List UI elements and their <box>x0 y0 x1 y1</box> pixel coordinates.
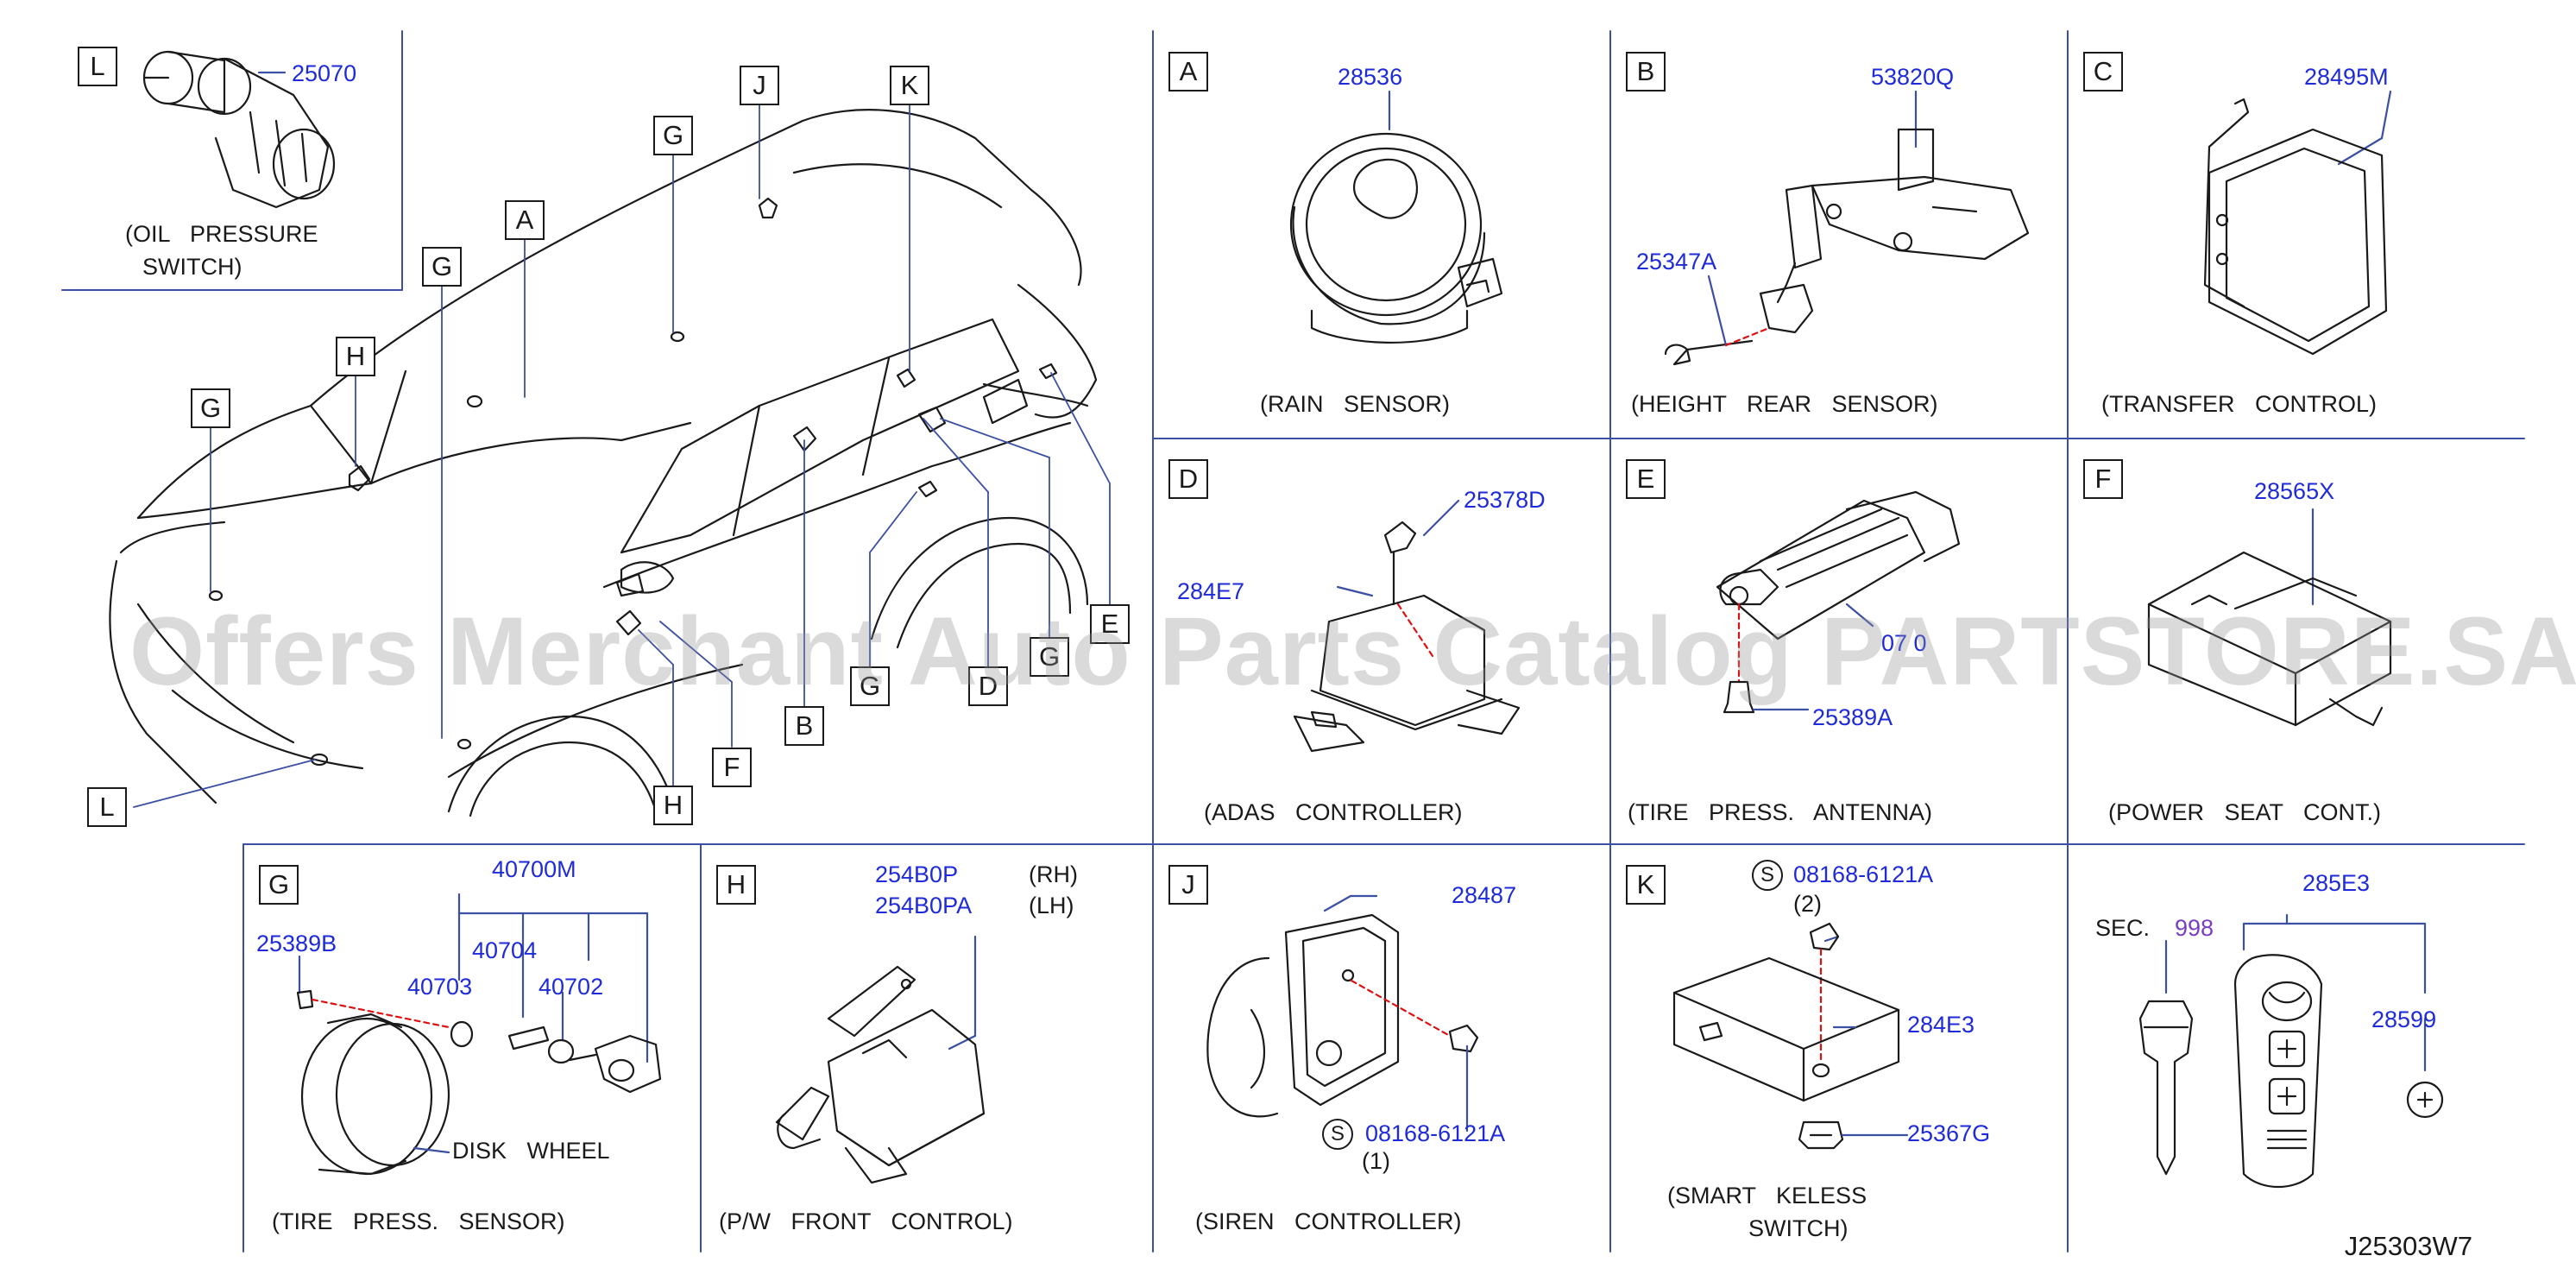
panel-grid <box>61 30 2525 1253</box>
panel-g-letter: G <box>259 865 299 905</box>
part-number-40703[interactable]: 40703 <box>407 974 473 1000</box>
standard-part-s-icon: S <box>1752 860 1783 891</box>
panel-h-letter: H <box>716 865 756 905</box>
panel-c-letter: C <box>2083 52 2123 92</box>
part-number-53820Q[interactable]: 53820Q <box>1871 64 1955 90</box>
panel-a-letter: A <box>1168 52 1208 92</box>
vehicle-callout-j[interactable]: J <box>740 66 779 105</box>
panel-a-caption: (RAIN SENSOR) <box>1260 391 1451 417</box>
transfer-control-drawing <box>2203 90 2392 356</box>
vehicle-callout-g-side[interactable]: G <box>850 666 890 706</box>
part-number-070[interactable]: 07 0 <box>1881 630 1927 656</box>
power-seat-control-drawing <box>2147 508 2392 727</box>
part-number-285E3[interactable]: 285E3 <box>2302 870 2371 896</box>
part-number-254B0PA[interactable]: 254B0PA <box>875 893 973 918</box>
panel-l-caption-line2: SWITCH) <box>142 254 242 280</box>
vehicle-leaders <box>133 104 1111 808</box>
vehicle-callout-a[interactable]: A <box>505 200 545 240</box>
panel-d-letter: D <box>1168 459 1208 499</box>
key-fob-drawing <box>2138 913 2444 1189</box>
standard-part-s-icon: S <box>1322 1119 1353 1150</box>
vehicle-callout-h-bottom[interactable]: H <box>653 786 693 825</box>
panel-f-letter: F <box>2083 459 2123 499</box>
panel-j-qty: (1) <box>1362 1148 1390 1174</box>
side-rh-label: (RH) <box>1029 861 1078 887</box>
vehicle-callout-d[interactable]: D <box>968 666 1008 706</box>
panel-k-letter: K <box>1626 865 1666 905</box>
part-number-284E7[interactable]: 284E7 <box>1177 578 1245 604</box>
siren-controller-drawing <box>1206 894 1479 1133</box>
panel-j-caption: (SIREN CONTROLLER) <box>1195 1208 1462 1234</box>
part-number-284E3[interactable]: 284E3 <box>1907 1012 1975 1038</box>
vehicle-callout-g-rear[interactable]: G <box>1030 637 1069 677</box>
part-number-40704[interactable]: 40704 <box>472 937 538 963</box>
part-number-08168-6121A-j[interactable]: 08168-6121A <box>1365 1120 1506 1146</box>
panel-k-caption-line1: (SMART KELESS <box>1667 1183 1867 1208</box>
part-number-28565X[interactable]: 28565X <box>2254 478 2335 504</box>
tire-antenna-drawing <box>1716 490 1961 714</box>
panel-l-letter: L <box>78 47 117 86</box>
disk-wheel-label: DISK WHEEL <box>452 1138 610 1164</box>
part-number-28599[interactable]: 28599 <box>2371 1006 2437 1032</box>
panel-l-caption-line1: (OIL PRESSURE <box>125 221 318 247</box>
part-number-25389A[interactable]: 25389A <box>1812 704 1893 730</box>
panel-h-caption: (P/W FRONT CONTROL) <box>719 1208 1013 1234</box>
diagram-id: J25303W7 <box>2344 1231 2472 1261</box>
vehicle-callout-l[interactable]: L <box>87 787 127 827</box>
height-rear-sensor-drawing <box>1664 90 2030 366</box>
part-number-25389B[interactable]: 25389B <box>256 931 337 956</box>
panel-d-caption: (ADAS CONTROLLER) <box>1204 799 1463 825</box>
part-number-25367G[interactable]: 25367G <box>1907 1120 1991 1146</box>
vehicle-callout-g-hood[interactable]: G <box>191 388 230 428</box>
vehicle-drawing <box>109 109 1098 817</box>
section-ref-998[interactable]: 998 <box>2175 915 2214 941</box>
panel-b-letter: B <box>1626 52 1666 92</box>
smart-keyless-switch-drawing <box>1672 922 1909 1150</box>
vehicle-callout-g-roof[interactable]: G <box>653 116 693 155</box>
panel-j-letter: J <box>1168 865 1208 905</box>
tire-pressure-sensor-drawing <box>296 893 662 1176</box>
panel-e-caption: (TIRE PRESS. ANTENNA) <box>1628 799 1933 825</box>
panel-g-caption: (TIRE PRESS. SENSOR) <box>272 1208 565 1234</box>
vehicle-callout-b[interactable]: B <box>784 706 824 746</box>
vehicle-callout-g-windshield[interactable]: G <box>422 247 462 287</box>
side-lh-label: (LH) <box>1029 893 1074 918</box>
part-number-25070[interactable]: 25070 <box>292 60 357 86</box>
part-number-28487[interactable]: 28487 <box>1452 882 1517 908</box>
panel-k-caption-line2: SWITCH) <box>1748 1215 1849 1241</box>
vehicle-callout-h-top[interactable]: H <box>336 337 375 376</box>
vehicle-callout-e[interactable]: E <box>1090 604 1130 644</box>
part-number-28536[interactable]: 28536 <box>1338 64 1403 90</box>
part-number-08168-6121A-k[interactable]: 08168-6121A <box>1793 861 1934 887</box>
part-number-254B0P[interactable]: 254B0P <box>875 861 959 887</box>
panel-k-qty: (2) <box>1793 891 1822 917</box>
part-number-40700M[interactable]: 40700M <box>492 856 576 882</box>
vehicle-callout-f[interactable]: F <box>712 748 752 787</box>
section-ref-label: SEC. <box>2095 915 2151 941</box>
part-number-25347A[interactable]: 25347A <box>1636 249 1717 274</box>
oil-pressure-switch-drawing <box>142 50 336 209</box>
rain-sensor-drawing <box>1289 90 1503 344</box>
panel-e-letter: E <box>1626 459 1666 499</box>
part-number-25378D[interactable]: 25378D <box>1464 487 1546 513</box>
panel-c-caption: (TRANSFER CONTROL) <box>2101 391 2377 417</box>
vehicle-callout-k[interactable]: K <box>890 66 929 105</box>
watermark: Offers Merchant Auto Parts Catalog PARTS… <box>129 597 2576 705</box>
panel-b-caption: (HEIGHT REAR SENSOR) <box>1631 391 1938 417</box>
part-number-40702[interactable]: 40702 <box>539 974 604 1000</box>
part-number-28495M[interactable]: 28495M <box>2304 64 2389 90</box>
adas-controller-drawing <box>1293 499 1521 753</box>
panel-f-caption: (POWER SEAT CONT.) <box>2108 799 2382 825</box>
pw-front-control-drawing <box>775 935 986 1184</box>
